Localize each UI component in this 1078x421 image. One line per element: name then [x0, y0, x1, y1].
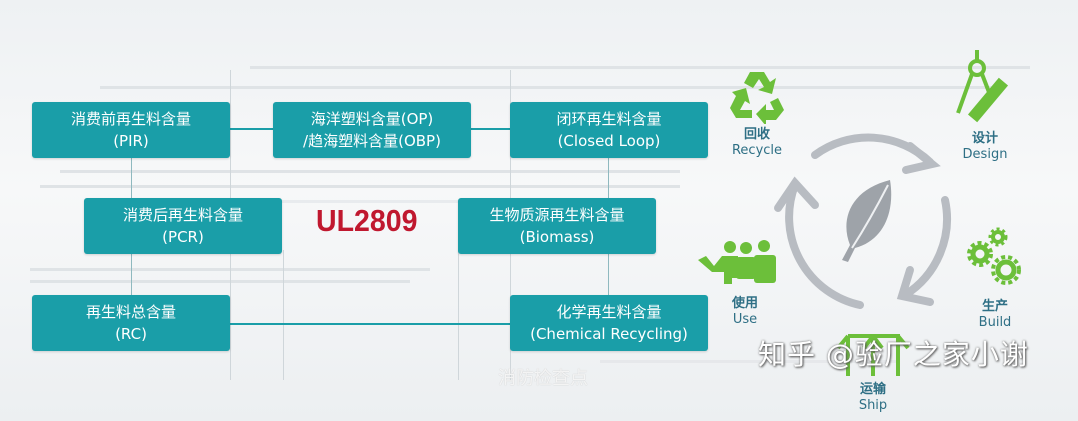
box-chemical-recycling: 化学再生料含量 (Chemical Recycling): [510, 295, 708, 351]
zhihu-watermark: 知乎 @验厂之家小谢: [758, 338, 1029, 371]
box-pir: 消费前再生料含量 (PIR): [32, 102, 230, 158]
step-label-cn: 使用: [731, 296, 758, 311]
faint-watermark: 消防检查点: [498, 368, 588, 389]
step-label-en: Recycle: [731, 143, 783, 158]
box-closed-loop: 闭环再生料含量 (Closed Loop): [510, 102, 708, 158]
map-texture-line: [250, 66, 1030, 69]
box-label-cn: 消费后再生料含量: [122, 206, 243, 224]
gears-icon: [967, 227, 1021, 285]
box-label-cn: 海洋塑料含量(OP): [310, 110, 434, 128]
box-label-en: (PIR): [113, 132, 149, 150]
box-label-en: (Closed Loop): [557, 132, 661, 150]
guide-line: [458, 250, 459, 380]
map-texture-line: [40, 185, 680, 188]
map-texture-line: [600, 360, 900, 363]
box-ocean-plastic: 海洋塑料含量(OP) /趋海塑料含量(OBP): [273, 102, 471, 158]
step-label-en: Build: [978, 315, 1012, 330]
cycle-step-build: 生产 Build: [950, 299, 1040, 331]
cycle-step-recycle: 回收 Recycle: [712, 127, 802, 159]
box-label-cn: 化学再生料含量: [556, 303, 662, 321]
cycle-arrows-icon: [774, 133, 951, 309]
box-pcr: 消费后再生料含量 (PCR): [84, 198, 282, 254]
compass-ruler-icon: [956, 50, 1009, 123]
step-label-en: Ship: [858, 398, 888, 413]
box-label-en: /趋海塑料含量(OBP): [303, 132, 441, 150]
people-icon: [698, 240, 776, 284]
guide-line: [283, 250, 284, 380]
step-label-en: Use: [732, 312, 758, 327]
box-label-cn: 再生料总含量: [85, 303, 176, 321]
recycle-icon: [730, 72, 784, 124]
box-label-cn: 生物质源再生料含量: [489, 206, 625, 224]
diagram-title: UL2809: [316, 203, 418, 238]
connector: [230, 323, 510, 325]
map-texture-line: [60, 170, 680, 173]
box-label-en: (RC): [115, 325, 147, 343]
cycle-step-ship: 运输 Ship: [828, 382, 918, 414]
map-texture-line: [30, 280, 410, 283]
box-label-en: (Chemical Recycling): [530, 325, 688, 343]
box-icon: [836, 334, 910, 376]
step-label-cn: 生产: [981, 299, 1008, 314]
cycle-step-design: 设计 Design: [940, 131, 1030, 163]
box-biomass: 生物质源再生料含量 (Biomass): [458, 198, 656, 254]
step-label-en: Design: [962, 147, 1008, 162]
box-rc: 再生料总含量 (RC): [32, 295, 230, 351]
box-label-en: (Biomass): [519, 228, 595, 246]
box-label-cn: 消费前再生料含量: [70, 110, 191, 128]
cycle-step-use: 使用 Use: [700, 296, 790, 328]
map-texture-line: [280, 200, 620, 203]
map-texture-line: [100, 86, 1000, 89]
step-label-cn: 运输: [859, 382, 886, 397]
step-label-cn: 设计: [971, 131, 998, 146]
box-label-en: (PCR): [162, 228, 204, 246]
step-label-cn: 回收: [743, 127, 770, 142]
box-label-cn: 闭环再生料含量: [556, 110, 662, 128]
